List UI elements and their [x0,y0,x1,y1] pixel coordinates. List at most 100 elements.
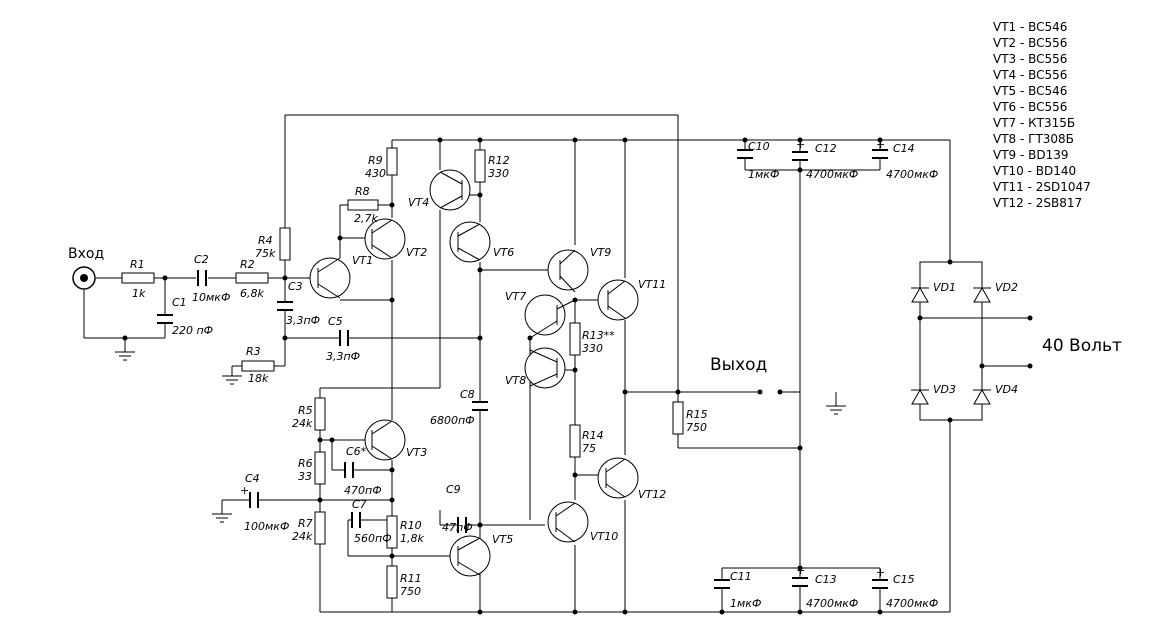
r14-ref: R14 [582,429,604,442]
r15-value: 750 [686,421,707,434]
transistor-icon-vt6 [449,221,491,263]
ground-icon [212,513,232,523]
c7-ref: C7 [352,498,367,511]
wires [83,114,1030,613]
r9-value: 430 [365,167,386,180]
capacitor-c12 [792,151,808,161]
list-item: VT9 - BD139 [993,148,1069,162]
r10-value: 1,8k [400,532,424,545]
capacitor-c9 [457,517,467,533]
c7-value: 560пФ [354,532,392,545]
resistor-r4 [279,227,291,261]
list-item: VT10 - BD140 [993,164,1076,178]
resistor-labels: R1 1k R2 6,8k R3 18k R4 75k R5 24k R6 33… [130,154,708,598]
r2-ref: R2 [240,258,255,271]
resistor-r13 [569,322,581,356]
ground-icon [826,392,846,415]
capacitor-c1 [157,314,173,324]
supply-label: 40 Вольт [1042,336,1122,356]
capacitor-c2 [197,270,207,286]
capacitor-c6 [344,462,354,478]
diode-icon-vd3 [911,388,929,405]
list-item: VT5 - BC546 [993,84,1067,98]
resistor-r7 [314,511,326,545]
r5-ref: R5 [298,404,313,417]
vt4-label: VT4 [408,196,429,209]
transistor-icon-vt7 [524,294,576,339]
r7-value: 24k [292,530,313,543]
vt10-label: VT10 [590,530,618,543]
transistor-icon-vt8 [524,347,566,389]
transistor-icon-vt4 [429,169,471,211]
list-item: VT12 - 2SB817 [993,196,1082,210]
transistor-icon-vt1 [309,257,351,299]
vt7-label: VT7 [505,290,526,303]
vt6-label: VT6 [493,246,514,259]
c1-value: 220 пФ [172,324,213,337]
c9-ref: C9 [446,483,461,496]
vt8-label: VT8 [505,374,526,387]
r12-value: 330 [488,167,509,180]
vt9-label: VT9 [590,246,611,259]
vd1-label: VD1 [933,281,956,294]
diode-icon-vd1 [911,286,929,303]
vt3-label: VT3 [406,446,427,459]
c4-value: 100мкФ [244,520,289,533]
capacitor-c4 [249,492,259,508]
list-item: VT8 - ГТ308Б [993,132,1074,146]
c12-ref: C12 [815,142,837,155]
c4-ref: C4 [245,472,260,485]
r9-ref: R9 [368,154,383,167]
r13-ref: R13** [582,329,615,342]
c14-value: 4700мкФ [886,168,938,181]
r14-value: 75 [582,442,596,455]
r1-value: 1k [132,287,146,300]
capacitor-labels: C1 220 пФ C2 10мкФ C3 3,3пФ C4 100мкФ C5… [172,140,938,610]
c15-value: 4700мкФ [886,597,938,610]
vt1-label: VT1 [352,254,373,267]
c11-ref: C11 [730,570,752,583]
c1-ref: C1 [172,296,187,309]
r11-value: 750 [400,585,421,598]
big-labels: Вход Выход 40 Вольт [68,246,1122,375]
list-item: VT3 - BC556 [993,52,1067,66]
resistor-r1 [121,272,155,284]
r1-ref: R1 [130,258,145,271]
r4-value: 75k [255,247,276,260]
c12-value: 4700мкФ [806,168,858,181]
c9-value: 47пФ [442,521,473,534]
svg-text:+: + [796,138,805,151]
c10-value: 1мкФ [748,168,779,181]
diode-icon-vd2 [973,286,991,303]
polarity-marks: + + + + + [240,138,885,579]
c5-value: 3,3пФ [326,350,360,363]
r5-value: 24k [292,417,313,430]
list-item: VT2 - BC556 [993,36,1067,50]
capacitor-c10 [737,149,753,159]
list-item: VT11 - 2SD1047 [993,180,1091,194]
c10-ref: C10 [748,140,770,153]
capacitor-c8 [472,401,488,411]
vt2-label: VT2 [406,246,427,259]
r6-ref: R6 [298,457,313,470]
r4-ref: R4 [258,234,273,247]
resistor-r14 [569,424,581,458]
ground-icon [222,375,242,385]
diode-labels: VD1 VD2 VD3 VD4 [933,281,1018,396]
resistor-r3 [241,360,275,372]
transistor-list: VT1 - BC546 VT2 - BC556 VT3 - BC556 VT4 … [993,20,1091,210]
c3-value: 3,3пФ [286,314,320,327]
input-label: Вход [68,246,104,262]
transistor-icon-vt9 [547,249,589,293]
resistor-r10 [386,515,398,549]
c8-value: 6800пФ [430,414,475,427]
c15-ref: C15 [893,573,915,586]
resistor-r11 [386,565,398,599]
r8-ref: R8 [355,185,370,198]
capacitor-c11 [714,579,730,589]
transistor-icon-vt2 [364,218,406,260]
input-jack-icon [72,266,96,290]
list-item: VT7 - КТ315Б [993,116,1075,130]
capacitor-c3 [277,301,293,311]
